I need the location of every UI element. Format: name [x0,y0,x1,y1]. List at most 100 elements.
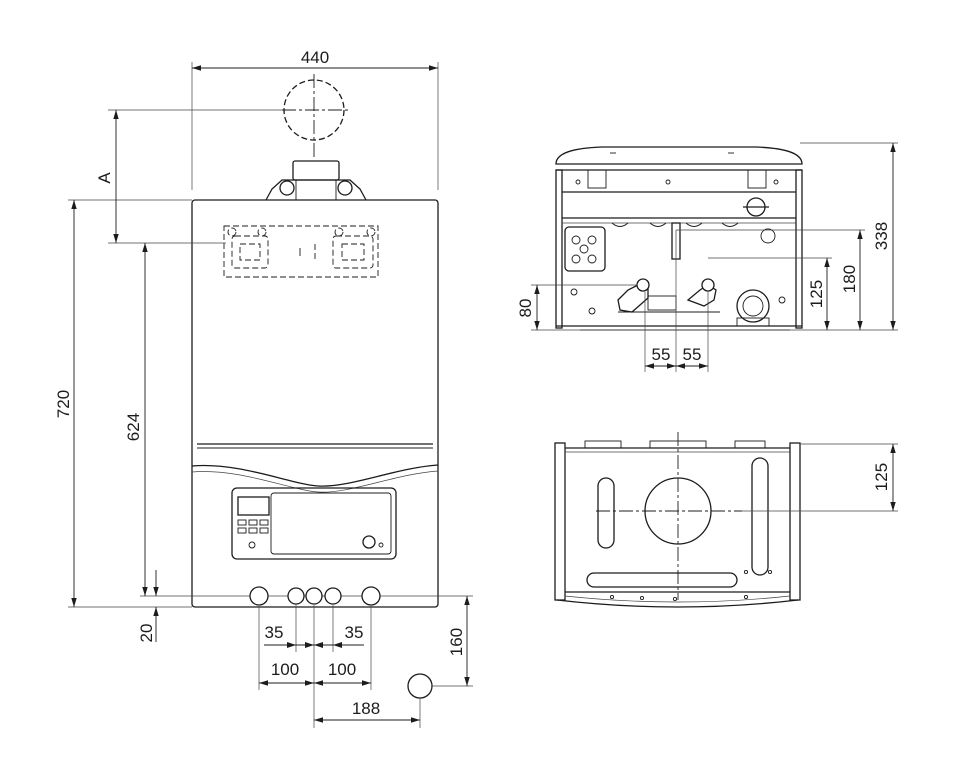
arrow-head [305,642,314,648]
front-panel-curve-inner [191,470,439,493]
control-button [248,519,258,526]
label-height: 720 [54,390,73,418]
flue-clamp-left [279,180,295,196]
frame-bump [685,222,703,227]
bracket-hole [257,227,267,237]
pipe-end [636,278,650,292]
large-connection-outer [736,289,770,323]
front-panel-curve [191,464,439,487]
connection-circle [249,586,269,606]
plan-dot [767,569,773,575]
plan-dot [609,594,615,600]
label-spacing-right: 35 [345,623,364,642]
label-flue-offset: A [95,172,114,184]
display-screen [237,496,270,516]
status-led [378,542,384,548]
label-125: 125 [807,280,826,308]
control-button [237,519,247,526]
label-width: 440 [301,48,329,67]
connector-hole [579,244,589,254]
connection-circle [305,587,323,605]
connector-box [564,226,606,272]
plan-dot [743,569,749,575]
flue-outlet-dashed [282,74,348,158]
plan-front-curve-inner [564,595,791,603]
control-button [259,519,269,526]
underside-view: 338 180 125 80 55 55 [516,142,898,372]
extension-lines-side [531,142,898,372]
dimension-lines-side [534,143,896,369]
plan-view: 125 [554,432,898,608]
dimension-lines-front [71,65,470,723]
flue-adaptor [265,160,367,201]
bracket-hole [334,227,344,237]
front-view: 440 A 720 624 20 35 35 100 100 160 188 [54,48,473,728]
control-panel-cover [270,492,392,555]
label-bottom-offset: 20 [137,624,156,643]
bracket-hole [227,227,237,237]
connector-hole [571,235,581,245]
label-180: 180 [840,265,859,293]
plan-front-curve [556,599,799,608]
label-gas-drop: 160 [447,628,466,656]
mounting-slot-bottom [586,572,738,588]
arrow-head [314,642,323,648]
arrow-head [287,642,296,648]
screw [773,179,779,185]
connection-circle [287,587,305,605]
control-panel-frame [231,487,397,560]
plan-top-tab [734,440,766,449]
gas-valve-icon [743,197,769,217]
small-hole [570,288,578,296]
label-spacing-left: 35 [265,623,284,642]
arrow-head [333,642,342,648]
top-cap [555,146,803,165]
bracket-hook-left [231,235,269,269]
flue-adaptor-top [292,160,340,181]
plan-flange-right [789,442,801,601]
mounting-slot-left [597,477,615,549]
pipe-bracket [647,295,677,311]
mount-bracket-right [747,169,767,189]
bracket-hole [366,227,376,237]
plan-dot [639,595,645,601]
dimension-labels-front: 440 A 720 624 20 35 35 100 100 160 188 [54,48,466,718]
plan-top-tab [584,440,622,449]
flue-clamp-right [337,180,353,196]
frame-bump [721,222,739,227]
pipe-connections [249,586,381,606]
label-80: 80 [516,299,535,318]
side-wall-left [555,169,563,329]
frame-bump [649,222,667,227]
plan-dot [672,596,678,602]
dimension-labels-side: 338 180 125 80 55 55 [516,222,891,364]
control-button [259,527,269,534]
label-connection-height: 624 [124,413,143,441]
wall-bracket-dashed [223,225,379,278]
boiler-casing [191,199,439,608]
connection-collar [736,317,770,327]
control-button [248,527,258,534]
label-gas-offset: 188 [352,699,380,718]
connection-circle [361,586,381,606]
small-hole [588,307,596,315]
label-depth: 338 [872,222,891,250]
connection-circle [324,587,342,605]
label-55-right: 55 [683,345,702,364]
screw [575,179,581,185]
plan-dot [743,594,749,600]
bracket-slot-left [239,243,261,261]
label-flue-offset-plan: 125 [872,463,891,491]
small-hole [778,296,786,304]
extension-lines-front [68,62,473,728]
plan-flange-left [554,442,566,601]
gas-entry-circle [407,673,433,699]
bracket-slot-right [341,243,365,261]
label-55-left: 55 [652,345,671,364]
connector-hole [587,254,597,264]
frame-bump [611,222,629,227]
large-connection [736,289,770,327]
large-connection-inner [742,295,764,317]
control-indicator [248,541,256,549]
